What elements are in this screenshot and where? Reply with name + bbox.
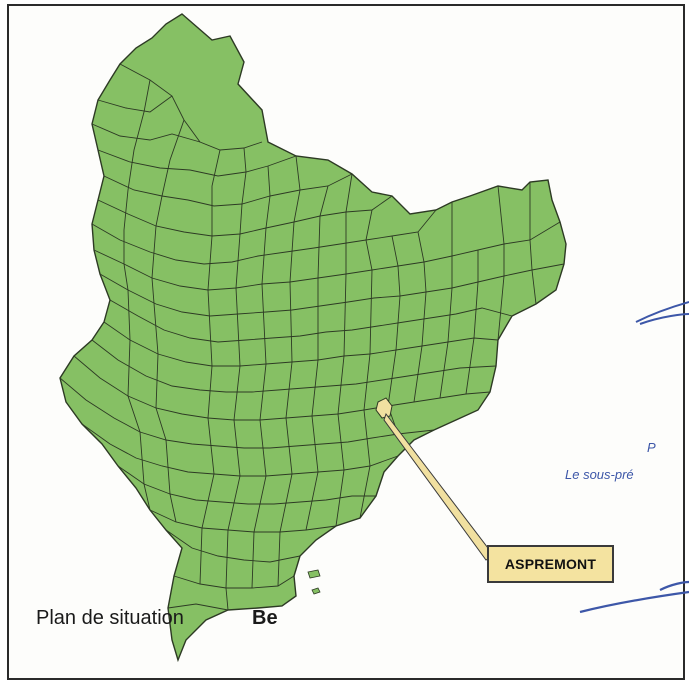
signature-stroke-lower [579, 580, 689, 614]
aspremont-commune [375, 397, 393, 419]
stamp-text-line1: P [647, 440, 656, 455]
stamp-text-line2: Le sous-pré [565, 467, 634, 482]
commune-boundaries [59, 63, 565, 611]
map-caption: Plan de situation [36, 607, 184, 629]
island [311, 587, 321, 595]
caption-overprint: Be [252, 607, 278, 629]
island [307, 569, 321, 579]
signature-stroke-upper [635, 301, 689, 325]
callout-leader [383, 412, 495, 561]
commune-callout: ASPREMONT [487, 545, 614, 583]
